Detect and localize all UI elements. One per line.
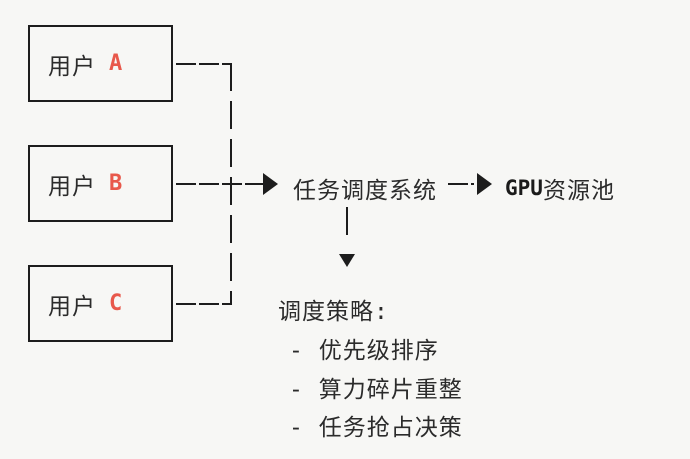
arrow-right-icon: [477, 173, 492, 195]
user-c-prefix: 用户: [48, 293, 96, 320]
user-c-letter: C: [109, 291, 123, 316]
connector-user-b: [176, 183, 263, 185]
user-c-box: 用户 C: [28, 265, 173, 342]
gpu-pool-label-cjk: 资源池: [542, 178, 615, 204]
user-b-box: 用户 B: [28, 145, 173, 222]
arrow-down-icon: [339, 254, 355, 267]
connector-scheduler-to-strategy: [346, 207, 348, 243]
strategy-item: - 任务抢占决策: [289, 415, 463, 441]
strategy-title: 调度策略:: [278, 299, 389, 325]
strategy-item: - 优先级排序: [289, 338, 439, 364]
user-a-prefix: 用户: [48, 53, 96, 80]
strategy-item: - 算力碎片重整: [289, 377, 463, 403]
user-a-box: 用户 A: [28, 25, 173, 102]
gpu-pool-label: GPU 资源池: [505, 171, 615, 205]
connector-user-a: [176, 63, 232, 65]
user-b-prefix: 用户: [48, 173, 96, 200]
scheduler-label: 任务调度系统: [293, 178, 437, 204]
connector-user-c: [176, 303, 232, 305]
connector-scheduler-to-gpu: [448, 183, 474, 185]
arrow-right-icon: [263, 173, 278, 195]
connector-trunk-vertical: [230, 63, 232, 305]
user-b-letter: B: [109, 171, 123, 196]
user-a-letter: A: [109, 51, 123, 76]
gpu-pool-label-latin: GPU: [505, 176, 543, 200]
